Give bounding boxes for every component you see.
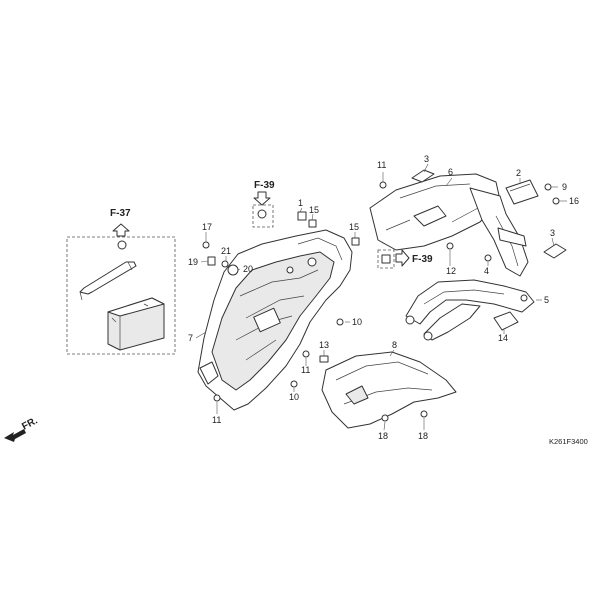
callout-18-left[interactable]: 18 [378, 431, 388, 441]
callout-14[interactable]: 14 [498, 333, 508, 343]
callout-15-left[interactable]: 15 [309, 205, 319, 215]
nut-15a [308, 219, 317, 228]
plate-bracket-2 [505, 179, 539, 205]
clip-f39 [257, 209, 267, 219]
bolt-11c [213, 394, 221, 402]
ref-label-f39-left[interactable]: F-39 [254, 180, 275, 191]
down-arrow-icon [253, 191, 271, 206]
clip-battery [117, 240, 127, 250]
callout-3-top[interactable]: 3 [424, 154, 429, 164]
nut-13 [319, 355, 329, 363]
callout-11-mid[interactable]: 11 [301, 365, 310, 375]
callout-5[interactable]: 5 [544, 295, 549, 305]
front-arrow-icon [4, 429, 26, 442]
callout-20[interactable]: 20 [243, 264, 253, 274]
screw-18a [381, 414, 389, 422]
callout-15-right[interactable]: 15 [349, 222, 359, 232]
bolt-17 [202, 241, 210, 249]
bolt-10a [336, 318, 344, 326]
callout-4[interactable]: 4 [484, 266, 489, 276]
callout-2[interactable]: 2 [516, 168, 521, 178]
callout-11-top[interactable]: 11 [377, 160, 386, 170]
bolt-11b [302, 350, 310, 358]
callout-11-bottom[interactable]: 11 [212, 415, 221, 425]
reflector-3b [543, 243, 567, 259]
front-direction-marker: FR. [4, 415, 40, 442]
band-14 [493, 311, 519, 331]
battery-hold-band [79, 261, 137, 301]
bolt-10b [290, 380, 298, 388]
grab-bracket-5 [405, 279, 535, 341]
clip-19 [207, 256, 216, 266]
battery [107, 297, 165, 351]
callout-6[interactable]: 6 [448, 167, 453, 177]
nut-15b [351, 237, 360, 246]
front-label[interactable]: FR. [20, 415, 40, 432]
nut-1 [297, 211, 307, 221]
callout-10-right[interactable]: 10 [352, 317, 362, 327]
clip-f39-right [381, 254, 391, 264]
ref-f39-right: F-39 [377, 249, 433, 269]
clip-21 [221, 260, 229, 268]
battery-dashed-frame [66, 236, 176, 355]
callout-1[interactable]: 1 [298, 198, 303, 208]
battery-assembly: F-37 [66, 208, 176, 355]
license-bracket [369, 173, 529, 277]
right-arrow-icon [395, 249, 410, 267]
diagram-code[interactable]: K261F3400 [549, 437, 588, 446]
callout-3-right[interactable]: 3 [550, 228, 555, 238]
hardware [117, 181, 560, 422]
callout-21[interactable]: 21 [221, 246, 231, 256]
ref-f39-left: F-39 [252, 180, 275, 228]
leader-lines [195, 163, 567, 431]
callout-19[interactable]: 19 [188, 257, 198, 267]
nut-12 [446, 242, 454, 250]
callout-13[interactable]: 13 [319, 340, 329, 350]
nut-4 [484, 254, 492, 262]
callout-9[interactable]: 9 [562, 182, 567, 192]
bolt-11a [379, 181, 387, 189]
screw-18b [420, 410, 428, 418]
callout-16[interactable]: 16 [569, 196, 579, 206]
up-arrow-icon [112, 223, 130, 237]
rear-fender [197, 229, 353, 411]
callout-12[interactable]: 12 [446, 266, 456, 276]
screw-9 [544, 183, 552, 191]
callout-7[interactable]: 7 [188, 333, 193, 343]
callout-17[interactable]: 17 [202, 222, 212, 232]
callout-10-bottom[interactable]: 10 [289, 392, 299, 402]
ref-label-f37[interactable]: F-37 [110, 208, 131, 219]
ref-label-f39-right[interactable]: F-39 [412, 254, 433, 265]
nut-16 [552, 197, 560, 205]
callout-18-right[interactable]: 18 [418, 431, 428, 441]
grommet-20 [227, 264, 239, 276]
callout-8[interactable]: 8 [392, 340, 397, 350]
reflector-3a [411, 169, 435, 183]
callout-numbers: 1 2 3 3 4 5 6 7 8 9 10 10 11 11 11 12 13… [188, 154, 579, 441]
under-cover-8 [321, 351, 457, 429]
